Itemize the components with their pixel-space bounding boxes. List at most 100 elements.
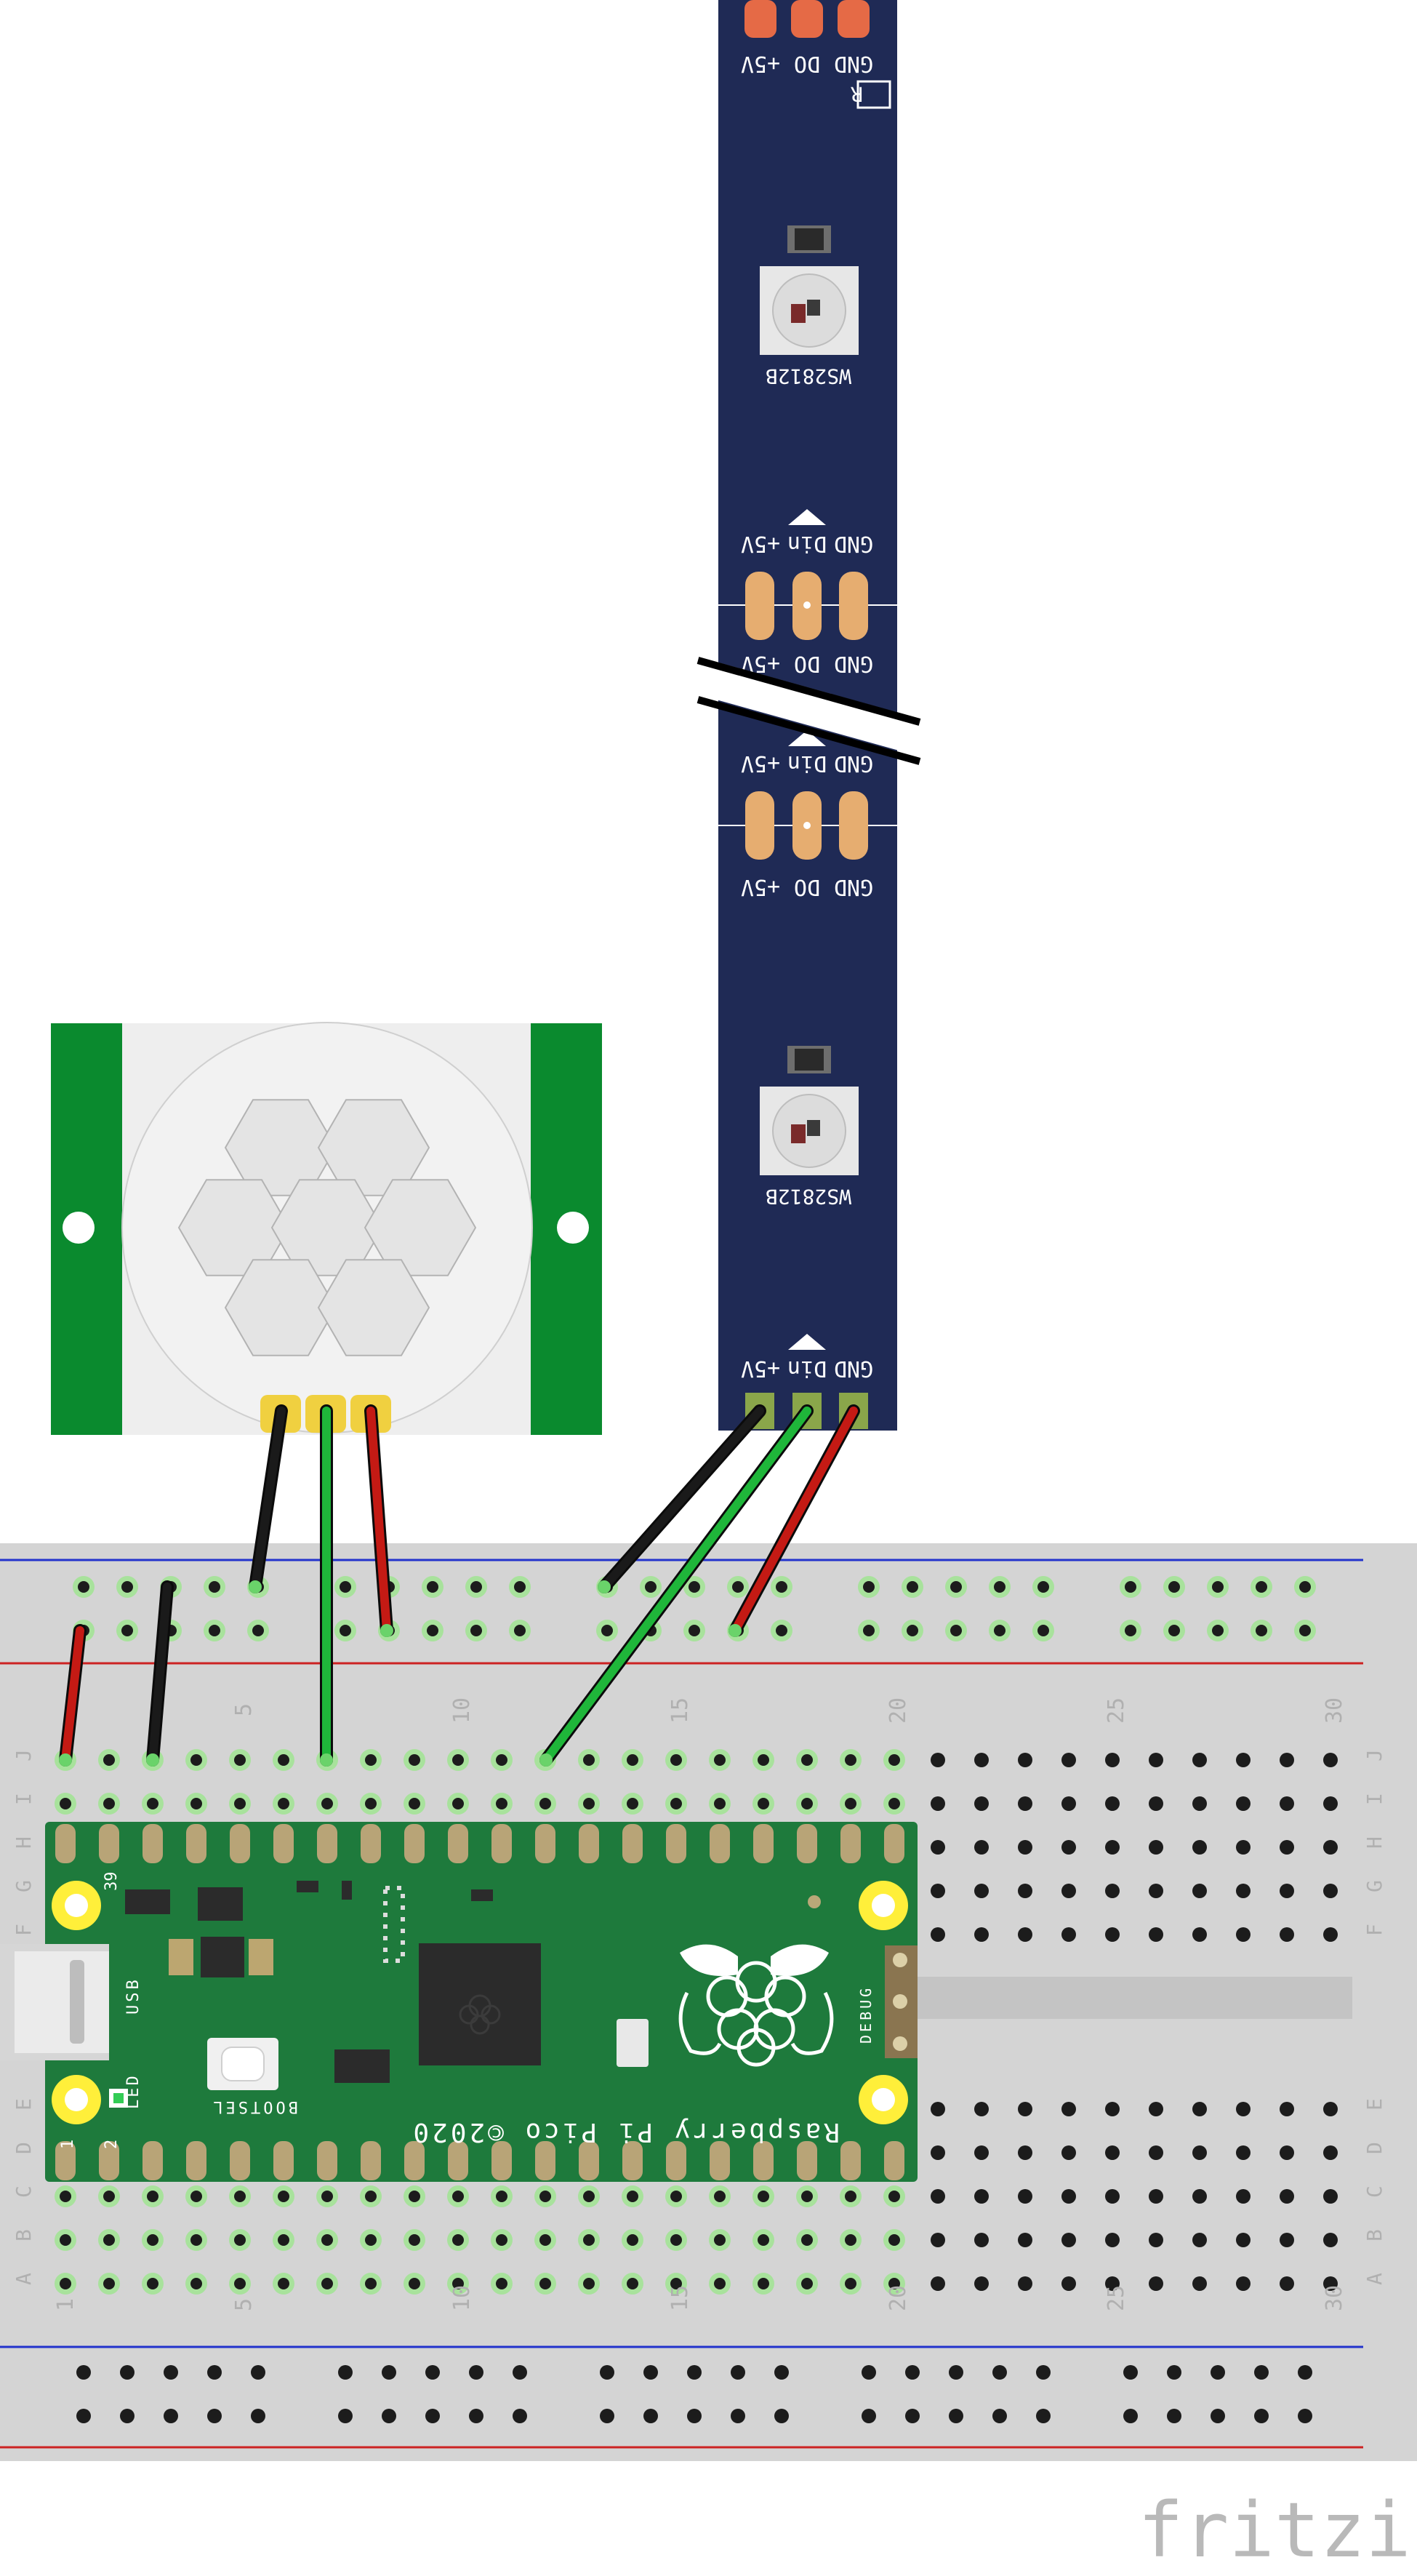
- hole: [1236, 1840, 1251, 1855]
- row-label: C: [1362, 2185, 1386, 2198]
- hole: [974, 1753, 989, 1767]
- hole: [687, 2365, 702, 2380]
- bootsel-label: BOOTSEL: [210, 2097, 298, 2116]
- hole-core: [452, 2191, 464, 2202]
- hole-core: [776, 1625, 787, 1636]
- pico-pin: [448, 1824, 468, 1863]
- hole: [1280, 1753, 1294, 1767]
- hole: [1036, 2365, 1051, 2380]
- hole: [1323, 1927, 1338, 1942]
- hole: [862, 2365, 876, 2380]
- strip-labels: GNDDO+5VGNDDin+5VGNDDO+5VGNDDin+5VGNDDO+…: [741, 51, 873, 1381]
- raspberry-pi-logo-icon: [678, 1944, 834, 2067]
- row-label: A: [12, 2273, 36, 2285]
- hole-core: [365, 1798, 377, 1809]
- hole-core: [103, 1798, 115, 1809]
- row-label: I: [1362, 1793, 1386, 1805]
- hole-core: [801, 2234, 813, 2246]
- strip-pin-label: +5V: [741, 1356, 780, 1381]
- hole-core: [583, 2278, 595, 2289]
- hole: [1280, 2276, 1294, 2291]
- hole: [469, 2365, 483, 2380]
- hole: [382, 2409, 396, 2423]
- hole: [1061, 1884, 1076, 1898]
- hole: [1323, 2233, 1338, 2247]
- hole: [1167, 2365, 1181, 2380]
- hole-core: [103, 2191, 115, 2202]
- strip-pin-label: +5V: [741, 874, 780, 900]
- ws2812b-led-strip[interactable]: GNDDO+5VGNDDin+5VGNDDO+5VGNDDin+5VGNDDO+…: [697, 0, 921, 1431]
- strip-pin-label: Din: [787, 531, 827, 556]
- hole-core: [409, 2278, 420, 2289]
- fresnel-lens: [177, 1099, 477, 1356]
- hole: [1236, 2233, 1251, 2247]
- hole: [974, 1884, 989, 1898]
- hole-core: [539, 2191, 551, 2202]
- hole-core: [758, 1754, 769, 1766]
- col-label: 10: [449, 2285, 475, 2311]
- pico-pin: [797, 2141, 817, 2180]
- hole-core: [1256, 1581, 1267, 1593]
- hole-core: [801, 1798, 813, 1809]
- hole-core: [645, 1581, 657, 1593]
- hole: [164, 2409, 178, 2423]
- lens-hex: [317, 1259, 430, 1356]
- wire: [251, 1407, 286, 1591]
- wire: [61, 1626, 84, 1764]
- hole: [513, 2365, 527, 2380]
- hole-core: [209, 1625, 220, 1636]
- row-label: G: [1362, 1880, 1386, 1892]
- hole: [1236, 2189, 1251, 2204]
- hole: [1254, 2409, 1269, 2423]
- hole-core: [714, 2234, 726, 2246]
- hole-core: [758, 2234, 769, 2246]
- hole: [207, 2409, 222, 2423]
- hole: [974, 1927, 989, 1942]
- hole: [1105, 2233, 1120, 2247]
- pico-pin: [55, 1824, 76, 1863]
- hole-core: [758, 2191, 769, 2202]
- pico-pin: [884, 2141, 904, 2180]
- hole-core: [670, 1798, 682, 1809]
- hole-core: [1037, 1625, 1049, 1636]
- hole: [949, 2409, 963, 2423]
- hole: [1149, 1927, 1163, 1942]
- col-label: 25: [1104, 1697, 1129, 1724]
- hole: [76, 2409, 91, 2423]
- hole: [1105, 1796, 1120, 1811]
- hole-core: [365, 2234, 377, 2246]
- strip-pin-label: GND: [834, 531, 873, 556]
- hole: [862, 2409, 876, 2423]
- hole-core: [758, 1798, 769, 1809]
- pin-39-label: 39: [103, 1872, 121, 1892]
- hole: [76, 2365, 91, 2380]
- hole-core: [627, 2234, 638, 2246]
- pico-pin: [710, 1824, 730, 1863]
- pico-pin: [361, 2141, 381, 2180]
- pico-pin: [186, 2141, 206, 2180]
- pico-pin: [579, 1824, 599, 1863]
- hole: [338, 2365, 353, 2380]
- hole-core: [1037, 1581, 1049, 1593]
- pico-pin: [884, 1824, 904, 1863]
- hole-core: [365, 2278, 377, 2289]
- strip-pin-label: Din: [787, 751, 827, 776]
- hole-core: [340, 1581, 351, 1593]
- pico-pin: [579, 2141, 599, 2180]
- hole: [1105, 1884, 1120, 1898]
- hole: [1192, 2145, 1207, 2160]
- hole-core: [496, 2191, 507, 2202]
- hole-core: [278, 2278, 289, 2289]
- raspberry-pi-pico[interactable]: Raspberry Pi Pico ©2020 USB LED BOOTSEL …: [0, 1822, 918, 2182]
- hole-core: [689, 1581, 700, 1593]
- hole: [1061, 1753, 1076, 1767]
- hole-core: [234, 2191, 246, 2202]
- pir-motion-sensor[interactable]: [51, 1022, 602, 1435]
- hole: [731, 2409, 745, 2423]
- pico-pin: [99, 2141, 119, 2180]
- hole-core: [190, 2278, 202, 2289]
- hole: [1211, 2409, 1225, 2423]
- wire-end: [728, 1624, 742, 1637]
- hole: [731, 2365, 745, 2380]
- pico-pin: [753, 1824, 774, 1863]
